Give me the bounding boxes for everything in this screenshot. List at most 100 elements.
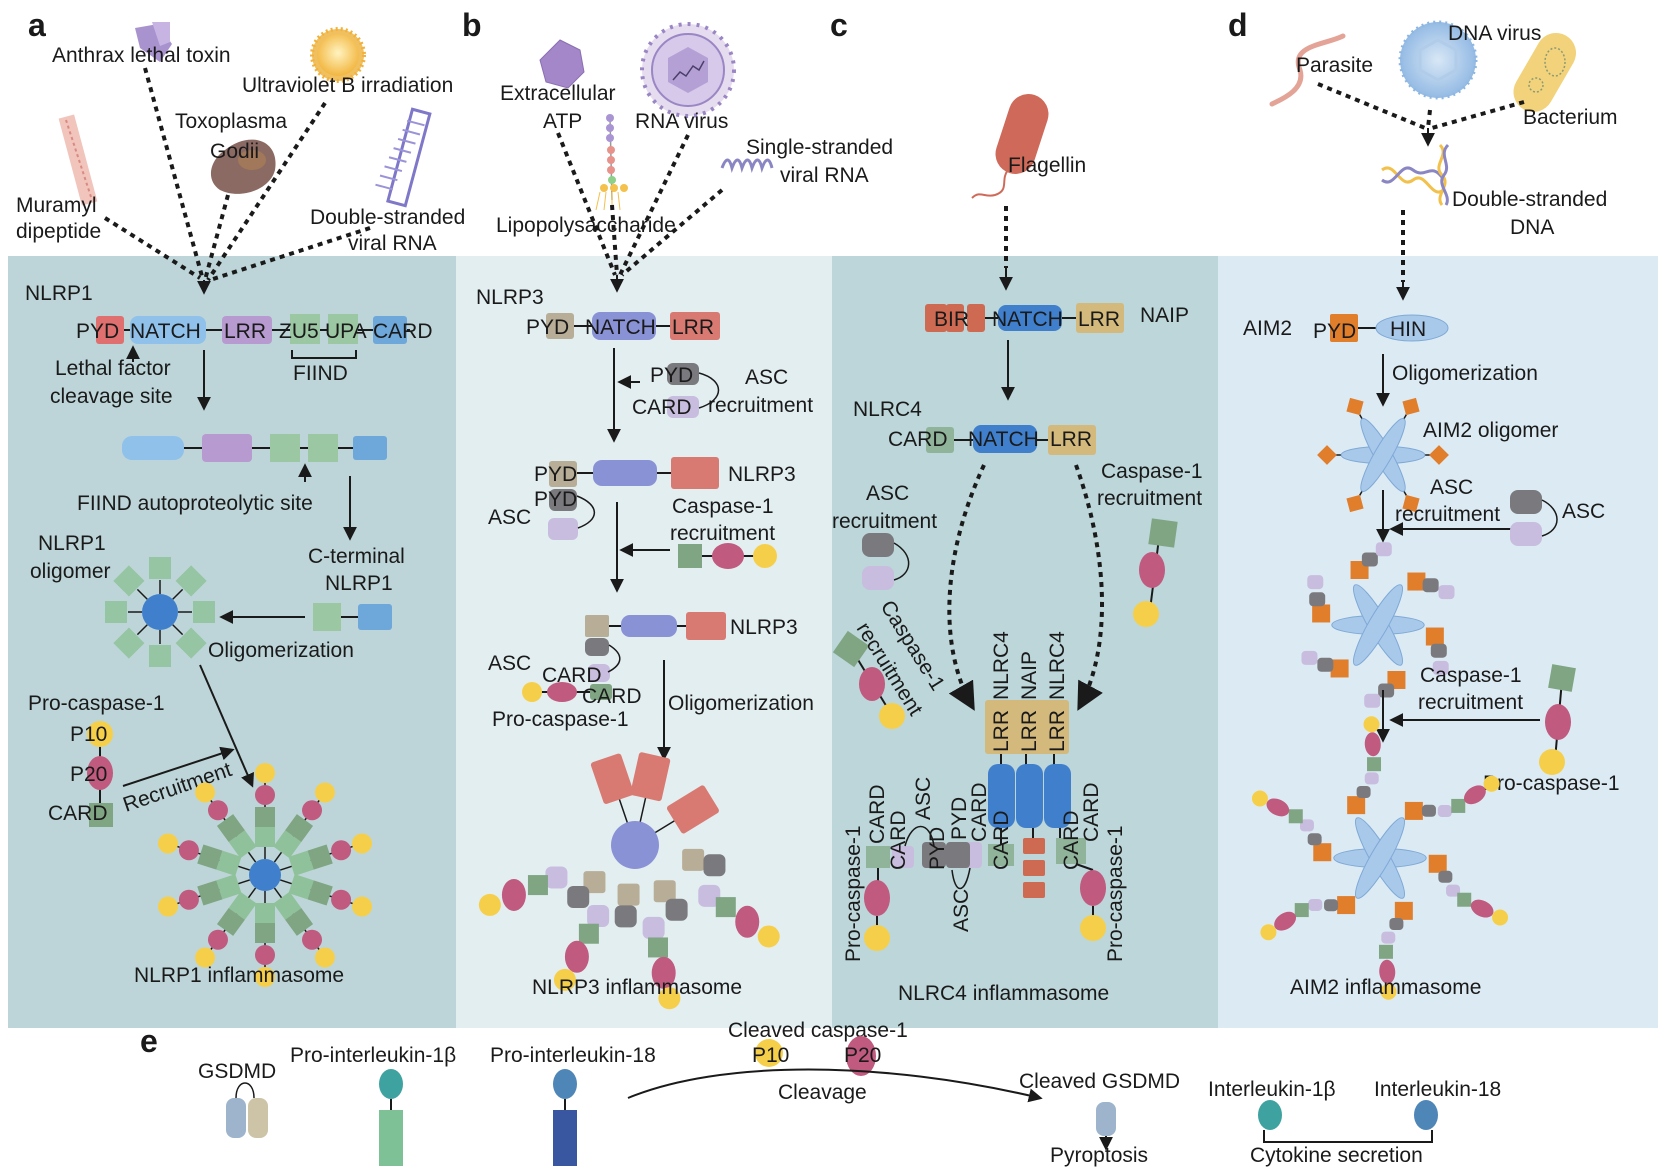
cleaved-nlrp1 xyxy=(122,434,387,462)
panel-c-background xyxy=(832,256,1218,1028)
stimulus-dsrna-label-2: viral RNA xyxy=(348,232,437,255)
pro-il18-label: Pro-interleukin-18 xyxy=(490,1044,656,1067)
card-subunit xyxy=(255,807,275,827)
asc-recruitment-label-2: recruitment xyxy=(832,510,937,533)
asc-card-subunit xyxy=(1364,693,1381,708)
p20-subunit xyxy=(1379,959,1396,984)
fiind-subunit xyxy=(216,850,242,876)
fiind-subunit xyxy=(255,903,275,923)
card-label: CARD xyxy=(887,810,910,870)
cleaved-gsdmd-label: Cleaved GSDMD xyxy=(1019,1070,1180,1093)
arrow xyxy=(199,664,254,788)
nlrp3-complex-label-2: NLRP3 xyxy=(730,616,798,639)
pyd-subunit xyxy=(1346,397,1364,416)
secretion-bracket xyxy=(1263,1130,1433,1143)
stimulus-lps-label: Lipopolysaccharide xyxy=(496,214,676,237)
lrr-label: LRR xyxy=(990,710,1013,752)
oligomer-core xyxy=(249,859,281,891)
panel-a: a Anthrax lethal toxin Ultraviolet B irr… xyxy=(16,7,465,987)
lps-icon xyxy=(595,114,628,211)
card-subunit xyxy=(255,923,275,943)
p20-subunit xyxy=(207,800,228,821)
oligomer-label-1: NLRP1 xyxy=(38,532,106,555)
p10-subunit xyxy=(1492,909,1509,926)
linker xyxy=(651,818,679,836)
asc-pyd-subunit xyxy=(1309,592,1326,607)
cleaved-caspase-label: Cleaved caspase-1 xyxy=(728,1019,908,1042)
pyd-subunit xyxy=(1347,796,1366,815)
asc-recruitment-label-2: recruitment xyxy=(708,394,813,417)
p10-subunit xyxy=(157,896,178,917)
nlrc4-inflammasome-label: NLRC4 inflammasome xyxy=(898,982,1109,1005)
p20-subunit xyxy=(255,785,275,805)
linker xyxy=(172,588,184,600)
asc-card-subunit xyxy=(1381,931,1396,944)
zu5-domain xyxy=(290,314,320,344)
fiind-subunit xyxy=(288,874,314,900)
card-label: CARD xyxy=(968,782,991,842)
p10-subunit xyxy=(478,893,501,916)
cleavage-arrow xyxy=(627,1068,1043,1103)
asc-label-2: ASC xyxy=(488,652,531,675)
nlrp3-asc-complex xyxy=(548,457,719,540)
domain-natch-label-2: NATCH xyxy=(968,428,1039,451)
linker xyxy=(136,588,148,600)
fiind-subunit xyxy=(216,874,242,900)
asc-pyd-label: PYD xyxy=(650,364,693,387)
cterm-label-2: NLRP1 xyxy=(325,572,393,595)
asc-card-subunit xyxy=(698,884,721,907)
domain-hin-label: HIN xyxy=(1390,318,1426,341)
hin-petal xyxy=(1354,817,1406,899)
asc-card-subunit xyxy=(1299,819,1314,832)
asc-adaptor xyxy=(667,363,720,418)
asc-recruitment-label-1: ASC xyxy=(866,482,909,505)
casp-recruitment-label-2: recruitment xyxy=(1097,487,1202,510)
atp-hexagon-icon xyxy=(539,39,585,89)
p10-subunit xyxy=(255,763,275,783)
aim2-oligomer-model xyxy=(1317,397,1449,513)
p10-subunit xyxy=(195,782,216,803)
aim2-inflammasome-label: AIM2 inflammasome xyxy=(1290,976,1481,999)
p20-subunit xyxy=(846,1036,876,1076)
p20-subunit xyxy=(651,956,676,989)
panel-letter-a: a xyxy=(28,7,46,43)
p20-subunit xyxy=(178,889,199,910)
casp-card-subunit xyxy=(647,937,668,958)
panel-d: d Parasite DNA virus Bacterium Double-st… xyxy=(1228,7,1620,1000)
nlrp3-inflammasome-label: NLRP3 inflammasome xyxy=(532,976,742,999)
stimulus-mdp-label-2: dipeptide xyxy=(16,220,101,243)
peptidoglycan-icon xyxy=(58,114,98,206)
sun-icon xyxy=(310,27,366,83)
p10-subunit xyxy=(157,833,178,854)
asc-pyd-subunit xyxy=(1421,804,1436,817)
nlrp3-inflammasome-model xyxy=(478,752,780,1010)
stimulus-toxoplasma-label-2: Godii xyxy=(210,140,259,163)
oligomer-core xyxy=(611,821,659,869)
p20-subunit xyxy=(255,945,275,965)
il1b-model xyxy=(1258,1100,1282,1130)
asc-card-subunit xyxy=(642,916,665,939)
p20-label: P20 xyxy=(70,763,107,786)
p20-subunit xyxy=(207,929,228,950)
casp-card-subunit xyxy=(1378,944,1393,959)
asc-pyd-subunit xyxy=(703,854,726,877)
panel-letter-e: e xyxy=(140,1023,158,1059)
procaspase-label: Pro-caspase-1 xyxy=(842,825,865,962)
domain-fiind-label: FIIND xyxy=(293,362,348,385)
asc-pyd-subunit xyxy=(1378,683,1395,698)
asc-label: ASC xyxy=(1562,500,1605,523)
anthrax-toxin-icon xyxy=(135,22,172,62)
nlrp1-label: NLRP1 xyxy=(25,282,93,305)
p10-subunit xyxy=(255,967,275,987)
pyd-label: PYD xyxy=(948,797,971,840)
nlrp3-label: NLRP3 xyxy=(476,286,544,309)
dsdna-helix-icon xyxy=(1381,143,1450,206)
domain-natch-label: NATCH xyxy=(992,308,1063,331)
il18-model xyxy=(1414,1100,1438,1130)
pyd-subunit xyxy=(1429,445,1449,465)
upa-domain xyxy=(328,314,358,344)
p10-subunit xyxy=(757,925,780,948)
procaspase-label: Pro-caspase-1 xyxy=(28,692,165,715)
card-subunit xyxy=(197,880,223,906)
pyd-subunit xyxy=(583,871,606,894)
